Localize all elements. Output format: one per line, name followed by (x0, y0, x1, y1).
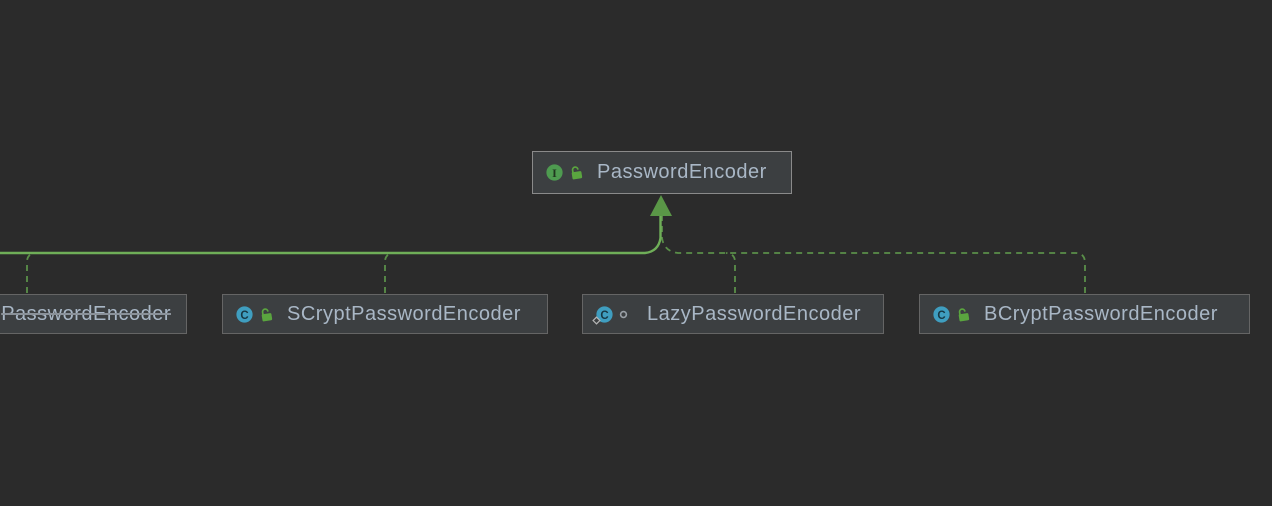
node-icons: I (546, 164, 586, 181)
inheritance-arrowhead (650, 195, 672, 216)
class-icon: C (933, 305, 950, 323)
node-label: SCryptPasswordEncoder (287, 302, 521, 325)
edge-drop-scrypt (384, 252, 395, 293)
node-label: PasswordEncoder (597, 161, 767, 183)
edge-drop-lazy (725, 252, 736, 293)
node-label: BCryptPasswordEncoder (984, 302, 1218, 325)
node-icons: C (933, 305, 973, 323)
static-mark-icon (592, 315, 601, 325)
node-lazypasswordencoder[interactable]: C LazyPasswordEncoder (582, 294, 884, 334)
class-icon: C (236, 305, 253, 323)
edge-left-trunk (0, 215, 662, 255)
node-scryptpasswordencoder[interactable]: C SCryptPasswordEncoder (222, 294, 548, 334)
svg-text:I: I (552, 166, 557, 180)
node-deprecated-passwordencoder[interactable]: PasswordEncoder (0, 294, 187, 334)
package-private-visibility-icon (619, 310, 628, 319)
node-label: LazyPasswordEncoder (647, 302, 862, 325)
static-class-icon: C (592, 305, 613, 325)
node-icons: C (236, 305, 276, 323)
node-bcryptpasswordencoder[interactable]: C BCryptPasswordEncoder (919, 294, 1250, 334)
public-visibility-icon (569, 165, 583, 180)
edge-right-branch (661, 215, 1086, 293)
svg-text:C: C (937, 309, 945, 321)
svg-text:C: C (600, 309, 608, 321)
edge-drop-deprecated (26, 252, 37, 293)
svg-text:C: C (240, 309, 248, 321)
node-icons: C (592, 305, 636, 325)
node-label-strikethrough: PasswordEncoder (1, 302, 171, 325)
public-visibility-icon (956, 307, 970, 322)
public-visibility-icon (259, 307, 273, 322)
node-passwordencoder-interface[interactable]: I PasswordEncoder (532, 151, 792, 194)
interface-icon: I (546, 164, 563, 181)
